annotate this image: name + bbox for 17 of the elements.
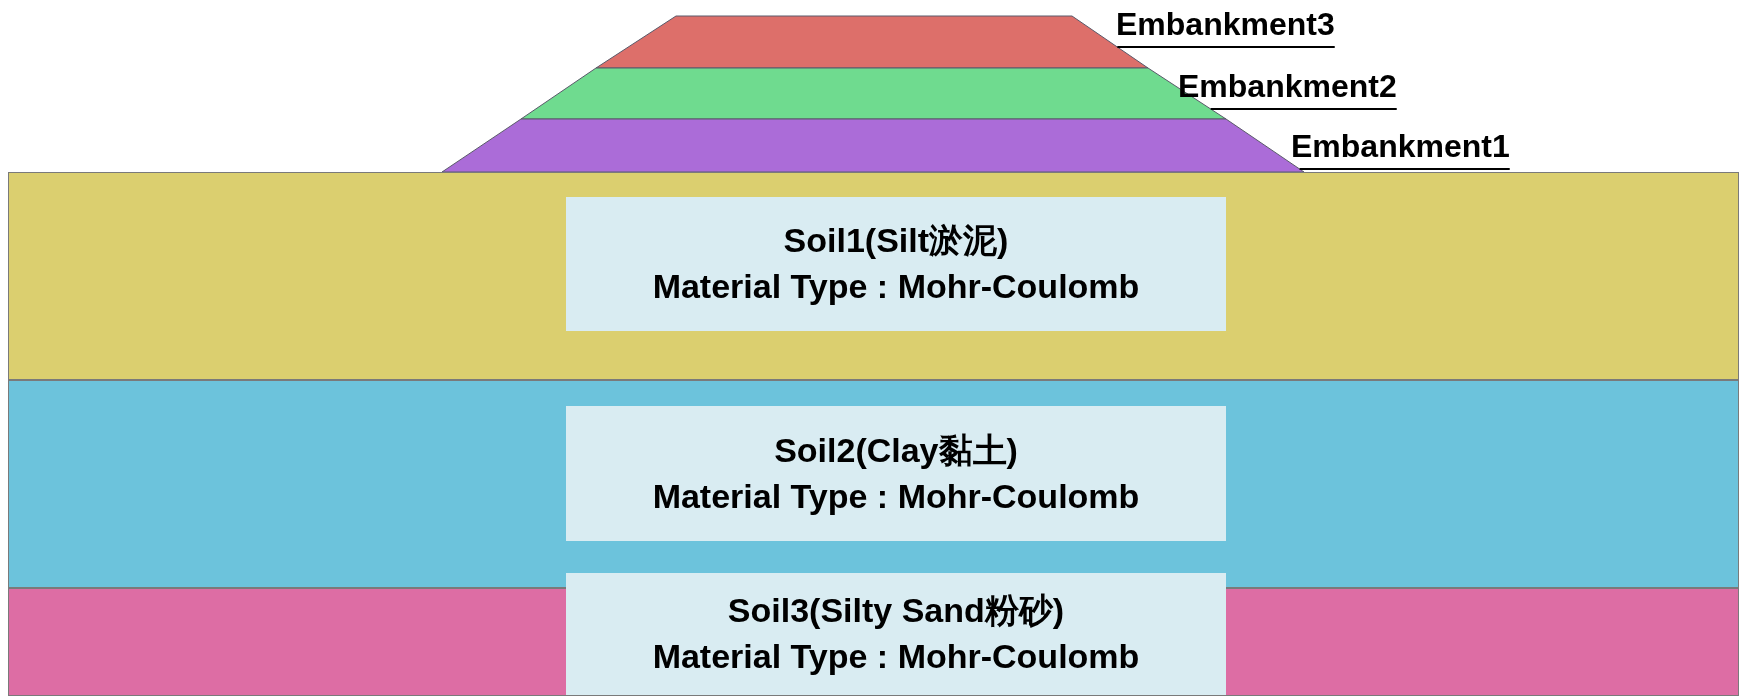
material-type-text: Material Type : Mohr-Coulomb: [652, 266, 1140, 307]
leader-line: [1116, 46, 1336, 48]
label-panel: [566, 573, 1226, 695]
layer-name: Soil1(Silt淤泥): [783, 220, 1009, 262]
material-type-text: Material Type : Mohr-Coulomb: [652, 636, 1140, 677]
soil-layer: [8, 380, 1739, 588]
layer-label: Embankment3: [1116, 6, 1335, 46]
material-type-text: Material Type : Mohr-Coulomb: [652, 475, 1140, 517]
leader-line: [1209, 108, 1398, 110]
label-panel: [566, 197, 1226, 331]
layer-name: Soil2(Clay黏土): [774, 429, 1018, 471]
layer-label: Embankment2: [1178, 68, 1397, 108]
soil-layer: [8, 172, 1739, 380]
leader-line: [1298, 168, 1511, 170]
layer-name: Soil3(Silty Sand粉砂): [727, 590, 1065, 632]
label-panel: [566, 406, 1226, 541]
layer-label: Embankment1: [1291, 128, 1510, 168]
